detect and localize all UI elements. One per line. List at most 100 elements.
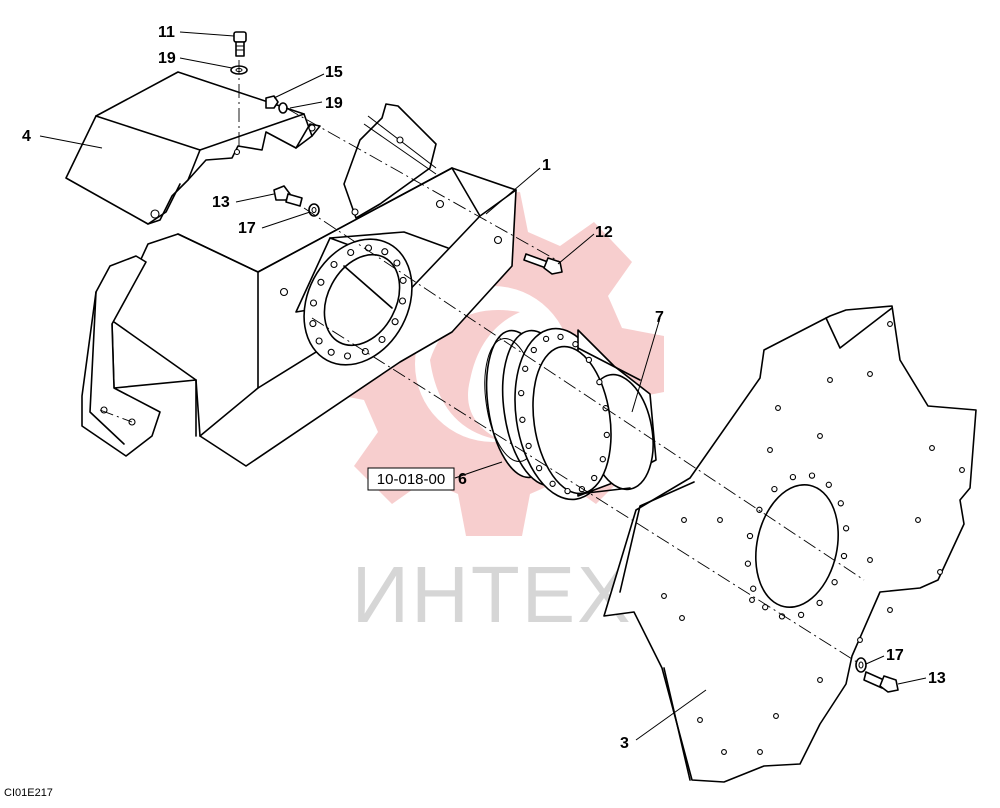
plate-mount-hole: [867, 557, 873, 563]
plate-mount-hole: [681, 517, 687, 523]
hub-bolt-hole: [599, 456, 606, 463]
plate-mount-hole: [867, 371, 873, 377]
bolt-part-13-bottom: [863, 671, 899, 693]
callout-15: 15: [325, 64, 343, 81]
callout-11: 11: [158, 24, 175, 41]
callout-6: 6: [458, 471, 467, 488]
plate-mount-hole: [959, 467, 965, 473]
plate-mount-hole: [887, 607, 893, 613]
bore-bolt-hole: [343, 352, 352, 360]
hub-bolt-hole: [557, 333, 564, 341]
plate-bore-hole: [750, 585, 757, 592]
plate-mount-hole: [749, 597, 755, 603]
callout-13-bottom: 13: [928, 670, 946, 687]
callout-17-top: 17: [238, 220, 256, 237]
wheel-plate-part-3: [603, 305, 977, 783]
plate-mount-hole: [857, 637, 863, 643]
hub-bolt-hole: [519, 416, 526, 423]
plate-mount-hole: [817, 433, 823, 439]
side-mounting-plate: [81, 255, 161, 457]
callout-13-top: 13: [212, 194, 230, 211]
hub-bolt-hole: [585, 356, 593, 364]
plate-mount-hole: [767, 447, 773, 453]
plate-mount-hole: [721, 749, 727, 755]
hub-bolt-hole: [530, 346, 537, 354]
reference-box-text: 10-018-00: [377, 471, 445, 488]
plate-mount-hole: [929, 445, 935, 451]
callout-19-mid: 19: [325, 95, 343, 112]
bore-bolt-hole: [361, 347, 369, 356]
cover-plate-part-4: [65, 71, 321, 225]
bore-bolt-hole: [315, 337, 323, 345]
bore-bolt-hole: [393, 259, 401, 267]
washer-part-17-bottom: [855, 657, 867, 673]
plate-mount-hole: [697, 717, 703, 723]
callout-4: 4: [22, 128, 31, 145]
bolt-part-11: [233, 31, 247, 57]
watermark-text: ИНТЕХ: [352, 550, 633, 639]
reference-box: 10-018-00: [367, 467, 455, 491]
washer-part-19-mid: [278, 102, 288, 114]
bore-bolt-hole: [327, 348, 335, 356]
callout-12: 12: [595, 224, 613, 241]
hub-bolt-hole: [564, 487, 571, 495]
bore-bolt-hole: [398, 297, 407, 305]
hub-bolt-hole: [518, 389, 525, 397]
hub-bolt-hole: [572, 341, 579, 348]
callout-7: 7: [655, 309, 664, 326]
housing-bore-holes: [309, 244, 407, 360]
plate-bore-hole: [744, 560, 752, 567]
plate-mount-hole: [937, 569, 943, 575]
wheel-plate-holes: [661, 321, 965, 755]
hub-bolt-hole: [596, 378, 603, 386]
plate-mount-hole: [661, 593, 667, 599]
nut-part-15: [265, 95, 279, 109]
assembly-center-lines: [99, 60, 865, 665]
bore-bolt-hole: [391, 318, 399, 326]
plate-bore-hole: [797, 611, 805, 619]
hub-bolt-hole: [525, 442, 532, 450]
plate-mount-hole: [757, 749, 763, 755]
hub-bolt-hole: [542, 335, 550, 343]
housing-part-1: [111, 103, 517, 467]
bore-bolt-hole: [309, 320, 317, 328]
callout-1: 1: [542, 157, 551, 174]
plate-bore-hole: [771, 485, 778, 493]
bore-bolt-hole: [317, 278, 325, 286]
callout-17-bottom: 17: [886, 647, 904, 664]
plate-mount-hole: [817, 677, 823, 683]
callout-3: 3: [620, 735, 629, 752]
bore-bolt-hole: [381, 248, 389, 256]
plate-mount-hole: [679, 615, 685, 621]
drawing-code: CI01E217: [4, 787, 53, 799]
bolt-part-13-top: [273, 185, 303, 207]
hub-bolt-hole: [603, 431, 610, 439]
callout-leader-lines: [39, 31, 927, 741]
plate-mount-hole: [773, 713, 779, 719]
hub-bolt-hole: [522, 365, 529, 372]
plate-bore-hole: [837, 500, 844, 507]
plate-bore-hole: [840, 552, 848, 560]
plate-mount-hole: [775, 405, 781, 411]
plate-bore-hole: [831, 579, 838, 586]
plate-bore-hole: [825, 481, 832, 488]
plate-bore-hole: [789, 473, 797, 481]
plate-mount-hole: [717, 517, 723, 523]
plate-bore-hole: [816, 599, 823, 607]
plate-mount-hole: [887, 321, 893, 327]
bore-bolt-hole: [399, 276, 407, 284]
plate-bore-hole: [842, 525, 850, 532]
plate-mount-hole: [915, 517, 921, 523]
callout-19-top: 19: [158, 50, 176, 67]
plate-bore-hole: [746, 532, 754, 540]
plate-bore-hole: [808, 472, 816, 479]
bore-bolt-hole: [364, 244, 373, 252]
hub-bolt-hole: [549, 480, 556, 487]
bore-bolt-hole: [330, 260, 338, 269]
bore-bolt-hole: [347, 248, 355, 257]
hub-bolt-hole: [535, 464, 543, 472]
plate-bore-hole: [756, 506, 763, 513]
bore-bolt-hole: [378, 335, 386, 344]
